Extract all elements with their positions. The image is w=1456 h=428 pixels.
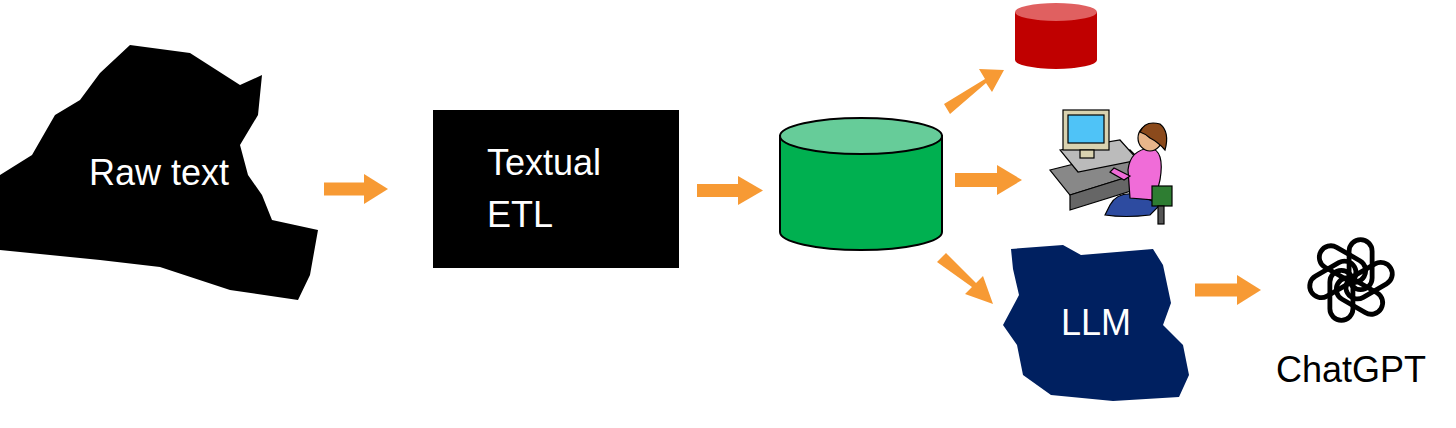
chatgpt-logo: ChatGPT (1255, 232, 1447, 407)
flow-arrow (937, 69, 1022, 304)
flow-arrow (697, 176, 763, 205)
node-label: Raw text (89, 147, 229, 199)
user-at-computer (1050, 110, 1172, 224)
chatgpt-logo-icon (1303, 232, 1399, 328)
node-label: ChatGPT (1276, 344, 1426, 396)
raw-text-blob: Raw text (0, 45, 318, 300)
etl-process-box: Textual ETL (433, 110, 679, 268)
flow-arrow (324, 174, 388, 204)
database-cylinder (1015, 3, 1097, 69)
llm-blob: LLM (1003, 245, 1189, 401)
database-cylinder (780, 118, 942, 250)
node-label: Textual ETL (487, 137, 637, 241)
flow-arrow (1195, 275, 1261, 305)
node-label: LLM (1061, 297, 1131, 349)
